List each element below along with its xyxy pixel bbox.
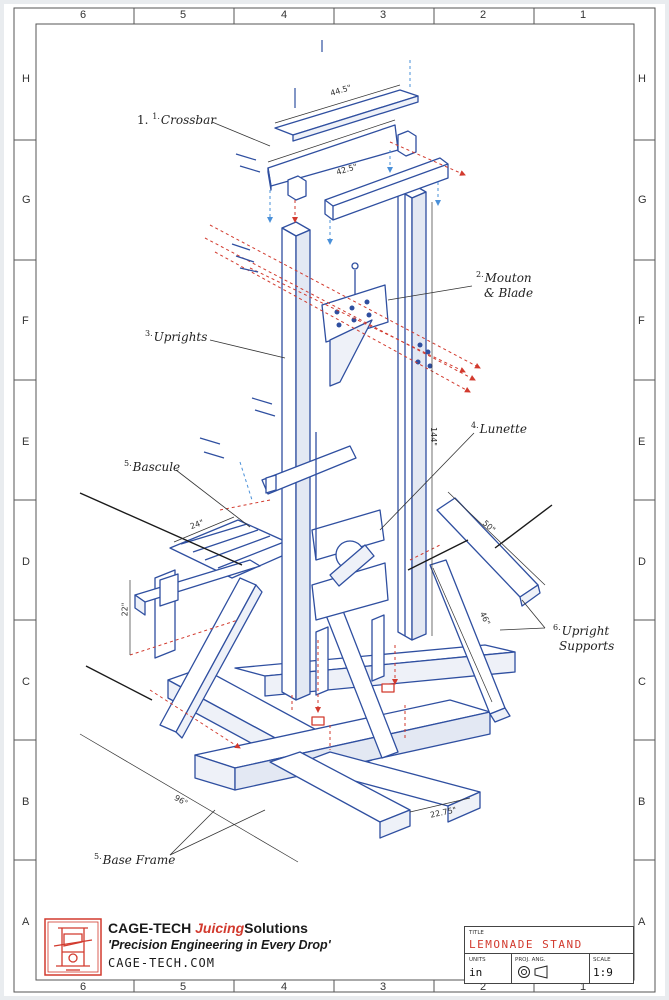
col-label-bottom-6: 6 — [80, 981, 87, 993]
col-label-bottom-5: 5 — [180, 981, 187, 993]
brand-website: CAGE-TECH.COM — [108, 956, 215, 970]
title-label: TITLE — [469, 930, 484, 936]
callout-uprights-num: 3. — [145, 329, 153, 338]
units-label: UNITS — [469, 957, 486, 963]
callout-upright-supports-num: 6. — [553, 623, 561, 632]
dimension-lines — [79, 84, 546, 863]
mouton-blade-part — [321, 262, 433, 387]
brand-block: CAGE-TECH JuicingSolutions 'Precision En… — [40, 918, 340, 978]
col-label-top-5: 5 — [180, 9, 187, 21]
title-block-divider-v2 — [589, 953, 590, 983]
col-label-top-3: 3 — [380, 9, 387, 21]
col-label-top-1: 1 — [580, 9, 587, 21]
scale-label: SCALE — [593, 957, 611, 963]
dim-bascule-height: 22" — [120, 602, 130, 617]
callout-bascule: 5.Bascule — [124, 459, 180, 474]
bascule-part — [134, 519, 301, 659]
col-label-top-4: 4 — [281, 9, 288, 21]
col-label-bottom-1: 1 — [580, 981, 587, 993]
row-label-right-h: H — [638, 73, 646, 85]
cage-tech-logo-icon — [44, 918, 102, 976]
callout-uprights-label: Uprights — [153, 330, 208, 344]
drawing-title: LEMONADE STAND — [469, 938, 583, 951]
title-block-divider-v1 — [511, 953, 512, 983]
col-label-bottom-3: 3 — [380, 981, 387, 993]
leader-lines — [169, 121, 546, 856]
row-label-left-c: C — [22, 676, 30, 688]
lunette-part — [261, 432, 389, 621]
row-label-left-f: F — [22, 315, 29, 327]
callout-crossbar-prefix: 1. — [137, 113, 149, 127]
callout-lunette: 4.Lunette — [471, 421, 527, 436]
callout-mouton-line1: Mouton — [484, 271, 532, 285]
rods — [79, 492, 553, 701]
row-label-left-g: G — [22, 194, 31, 206]
callout-mouton-line2: & Blade — [484, 286, 534, 300]
callout-bascule-label: Bascule — [132, 460, 181, 474]
brand-name-part1: CAGE-TECH — [108, 920, 192, 936]
col-label-bottom-4: 4 — [281, 981, 288, 993]
inner-frame — [35, 23, 635, 981]
explode-arrows-red — [129, 141, 481, 750]
col-label-top-2: 2 — [480, 9, 487, 21]
scale-value: 1:9 — [593, 966, 613, 979]
callout-lunette-num: 4. — [471, 421, 479, 430]
row-label-right-g: G — [638, 194, 647, 206]
col-label-top-6: 6 — [80, 9, 87, 21]
row-label-right-f: F — [638, 315, 645, 327]
projection-angle-icon — [518, 965, 548, 979]
row-label-left-h: H — [22, 73, 30, 85]
callout-base-frame-label: Base Frame — [102, 853, 176, 867]
guillotine-drawing — [134, 89, 541, 839]
uprights-part — [281, 183, 427, 701]
row-label-right-b: B — [638, 796, 646, 808]
callout-mouton: 2.Mouton & Blade — [476, 267, 533, 301]
callout-bascule-num: 5. — [124, 459, 132, 468]
callout-lunette-label: Lunette — [479, 422, 527, 436]
row-label-right-d: D — [638, 556, 646, 568]
guide-arrows-blue — [239, 60, 441, 501]
callout-uprights: 3.Uprights — [145, 329, 207, 344]
callout-base-frame-num: 5. — [94, 852, 102, 861]
callout-base-frame: 5.Base Frame — [94, 852, 175, 867]
bolts — [199, 40, 323, 459]
callout-upright-supports-line2: Supports — [559, 639, 615, 653]
callout-upright-supports: 6.Upright Supports — [553, 620, 614, 654]
callout-crossbar-num: 1. — [152, 112, 160, 121]
row-label-left-d: D — [22, 556, 30, 568]
col-label-bottom-2: 2 — [480, 981, 487, 993]
callout-crossbar: 1. 1.Crossbar — [137, 112, 216, 127]
title-block: TITLE LEMONADE STAND UNITS in PROJ. ANG.… — [464, 926, 634, 984]
title-block-divider — [465, 953, 633, 954]
crossbar-part — [267, 89, 449, 221]
row-ticks — [14, 139, 655, 861]
paper — [4, 4, 665, 996]
brand-name-part3: Solutions — [244, 920, 308, 936]
dim-upright-height: 144" — [428, 427, 438, 446]
row-label-left-b: B — [22, 796, 30, 808]
units-value: in — [469, 966, 483, 979]
row-label-right-c: C — [638, 676, 646, 688]
brand-name: CAGE-TECH JuicingSolutions — [108, 920, 308, 936]
row-label-right-a: A — [638, 916, 646, 928]
proj-angle-label: PROJ. ANG. — [515, 957, 546, 963]
brand-tagline: 'Precision Engineering in Every Drop' — [108, 938, 331, 952]
row-label-left-e: E — [22, 436, 30, 448]
callout-mouton-num: 2. — [476, 270, 484, 279]
callout-crossbar-label: Crossbar — [160, 113, 216, 127]
row-label-right-e: E — [638, 436, 646, 448]
brand-name-part2: Juicing — [195, 920, 245, 936]
column-ticks — [133, 8, 535, 992]
callout-upright-supports-line1: Upright — [561, 624, 610, 638]
row-label-left-a: A — [22, 916, 30, 928]
